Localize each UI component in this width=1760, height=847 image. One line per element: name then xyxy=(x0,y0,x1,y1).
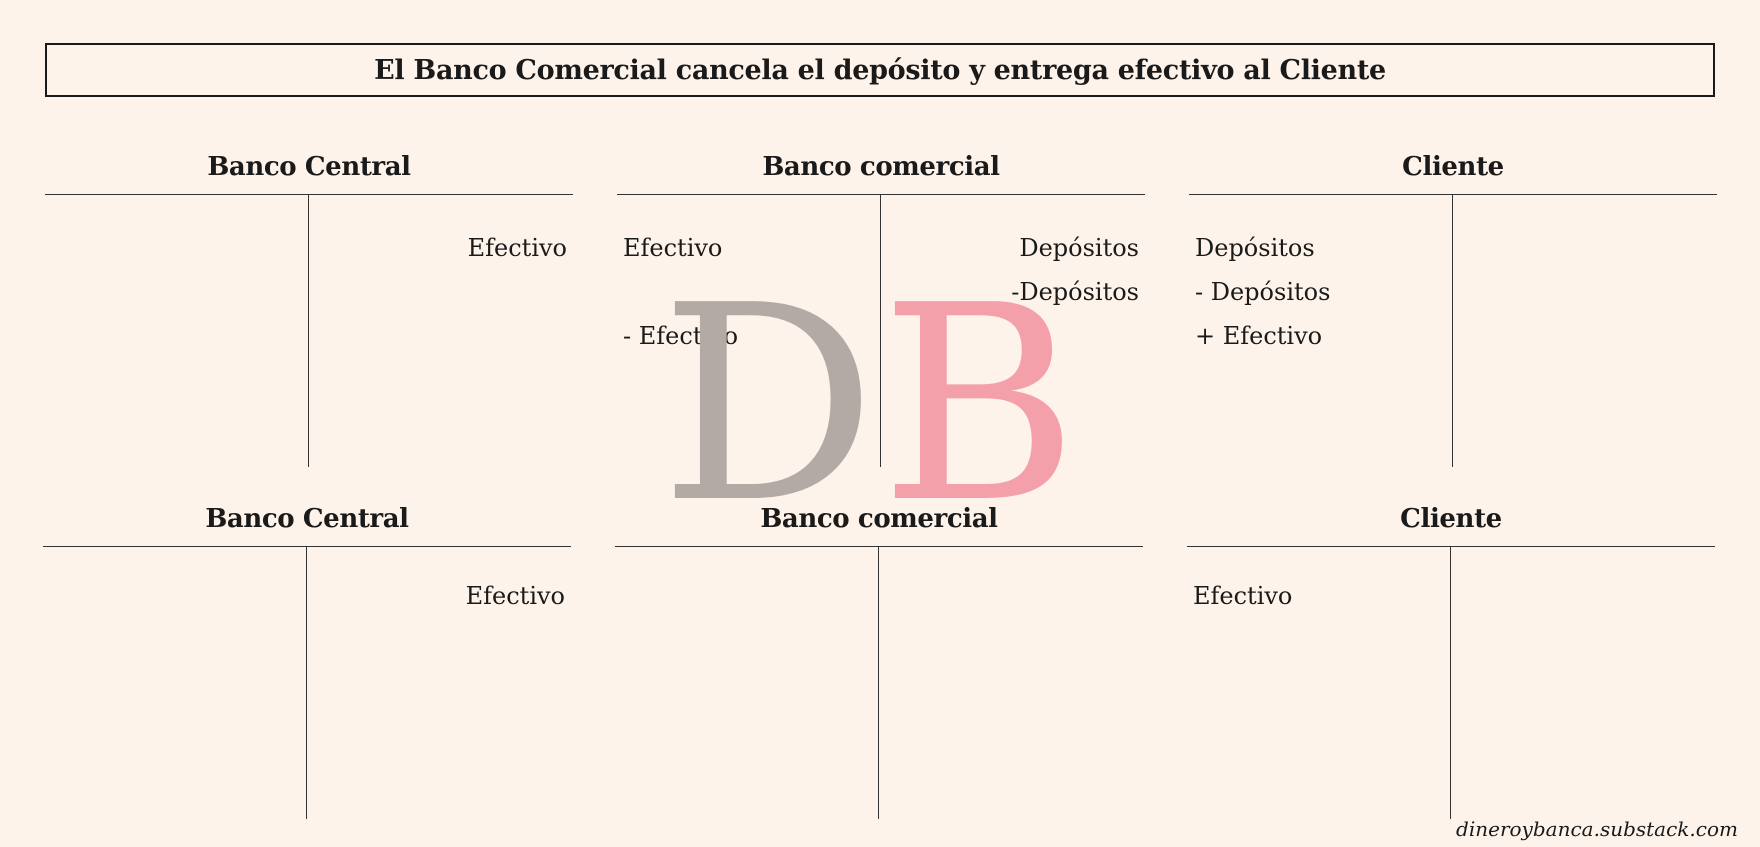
db-logo-watermark: D B xyxy=(660,247,1090,562)
t-account-assets: Depósitos - Depósitos + Efectivo xyxy=(1195,226,1445,358)
t-account-cliente-after: Cliente Efectivo xyxy=(1187,502,1715,819)
asset-entry: - Depósitos xyxy=(1195,278,1331,306)
liability-entry: Efectivo xyxy=(467,234,567,262)
diagram-title: El Banco Comercial cancela el depósito y… xyxy=(45,43,1715,97)
t-account-header: Banco comercial xyxy=(762,152,1000,182)
asset-entry xyxy=(51,226,301,270)
t-account-header: Cliente xyxy=(1400,504,1502,534)
liability-entry: Efectivo xyxy=(465,582,565,610)
t-account-banco-central-before: Banco Central Efectivo xyxy=(45,150,573,467)
t-account-top-line xyxy=(45,194,573,195)
t-account-cliente-before: Cliente Depósitos - Depósitos + Efectivo xyxy=(1189,150,1717,467)
t-account-header: Cliente xyxy=(1402,152,1504,182)
t-account-top-line xyxy=(1189,194,1717,195)
t-account-divider xyxy=(306,547,307,819)
t-account-top-line xyxy=(43,546,571,547)
t-account-header: Banco Central xyxy=(207,152,411,182)
asset-entry: Efectivo xyxy=(1193,582,1293,610)
t-account-assets: Efectivo - Efectivo xyxy=(623,226,873,358)
t-account-header: Banco Central xyxy=(205,504,409,534)
source-credit: dineroybanca.substack.com xyxy=(1456,817,1738,841)
t-account-liabilities: Efectivo xyxy=(315,574,565,618)
t-account-top-line xyxy=(615,546,1143,547)
t-account-divider xyxy=(308,195,309,467)
liability-entry: -Depósitos xyxy=(1011,278,1139,306)
t-account-banco-comercial-before: Banco comercial Efectivo - Efectivo Depó… xyxy=(617,150,1145,467)
t-account-banco-central-after: Banco Central Efectivo xyxy=(43,502,571,819)
logo-letter-d: D xyxy=(660,247,877,562)
liability-entry: Depósitos xyxy=(1019,234,1139,262)
asset-entry: + Efectivo xyxy=(1195,322,1323,350)
t-account-liabilities: Efectivo xyxy=(317,226,567,270)
t-account-assets: Efectivo xyxy=(1193,574,1443,618)
t-account-liabilities: Depósitos -Depósitos xyxy=(889,226,1139,314)
t-account-top-line xyxy=(617,194,1145,195)
logo-letter-b: B xyxy=(880,247,1079,562)
t-account-divider xyxy=(1452,195,1453,467)
t-account-header: Banco comercial xyxy=(760,504,998,534)
asset-entry: - Efectivo xyxy=(623,322,739,350)
t-account-banco-comercial-after: Banco comercial xyxy=(615,502,1143,819)
t-account-divider xyxy=(1450,547,1451,819)
t-account-top-line xyxy=(1187,546,1715,547)
t-account-divider xyxy=(878,547,879,819)
asset-entry: Depósitos xyxy=(1195,234,1315,262)
asset-entry: Efectivo xyxy=(623,234,723,262)
t-account-divider xyxy=(880,195,881,467)
t-account-assets xyxy=(51,226,301,270)
